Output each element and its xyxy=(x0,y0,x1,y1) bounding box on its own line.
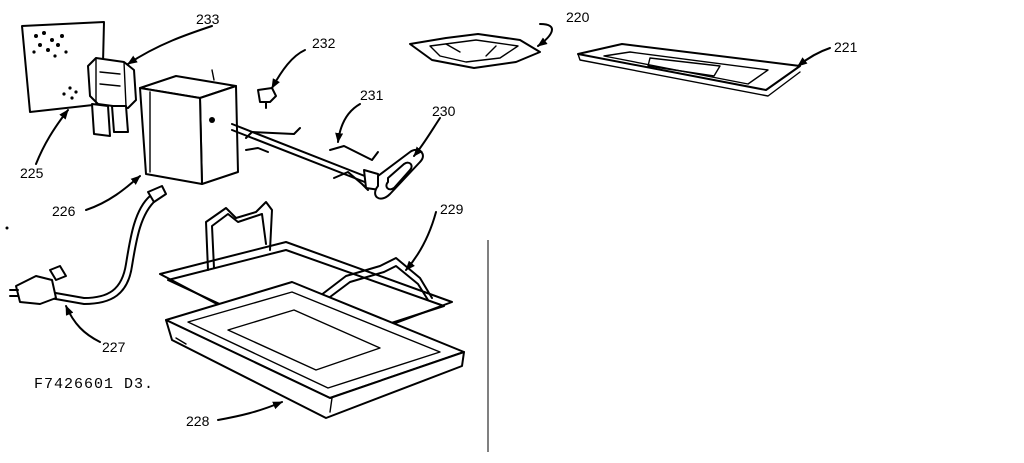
callout-232: 232 xyxy=(312,35,336,51)
callout-226: 226 xyxy=(52,203,76,219)
callout-233: 233 xyxy=(196,11,220,27)
callout-227: 227 xyxy=(102,339,126,355)
callout-230: 230 xyxy=(432,103,456,119)
drawing-code: F7426601 D3. xyxy=(34,376,154,393)
part-231-spit-rod xyxy=(231,123,381,191)
part-227-power-cord xyxy=(9,185,167,305)
stray-mark xyxy=(5,226,9,230)
part-226-motor-box xyxy=(139,69,239,185)
leader-arrows xyxy=(35,23,831,421)
part-228-roasting-pan xyxy=(165,281,465,419)
part-220-small-pan xyxy=(409,33,541,69)
part-230-spit-handle xyxy=(374,148,424,200)
callout-225: 225 xyxy=(20,165,44,181)
callout-228: 228 xyxy=(186,413,210,429)
part-221-drip-tray xyxy=(577,43,801,97)
part-233-bracket xyxy=(87,57,137,137)
callout-221: 221 xyxy=(834,39,858,55)
callout-229: 229 xyxy=(440,201,464,217)
callout-231: 231 xyxy=(360,87,384,103)
part-232-fastener xyxy=(257,87,277,109)
callout-220: 220 xyxy=(566,9,590,25)
